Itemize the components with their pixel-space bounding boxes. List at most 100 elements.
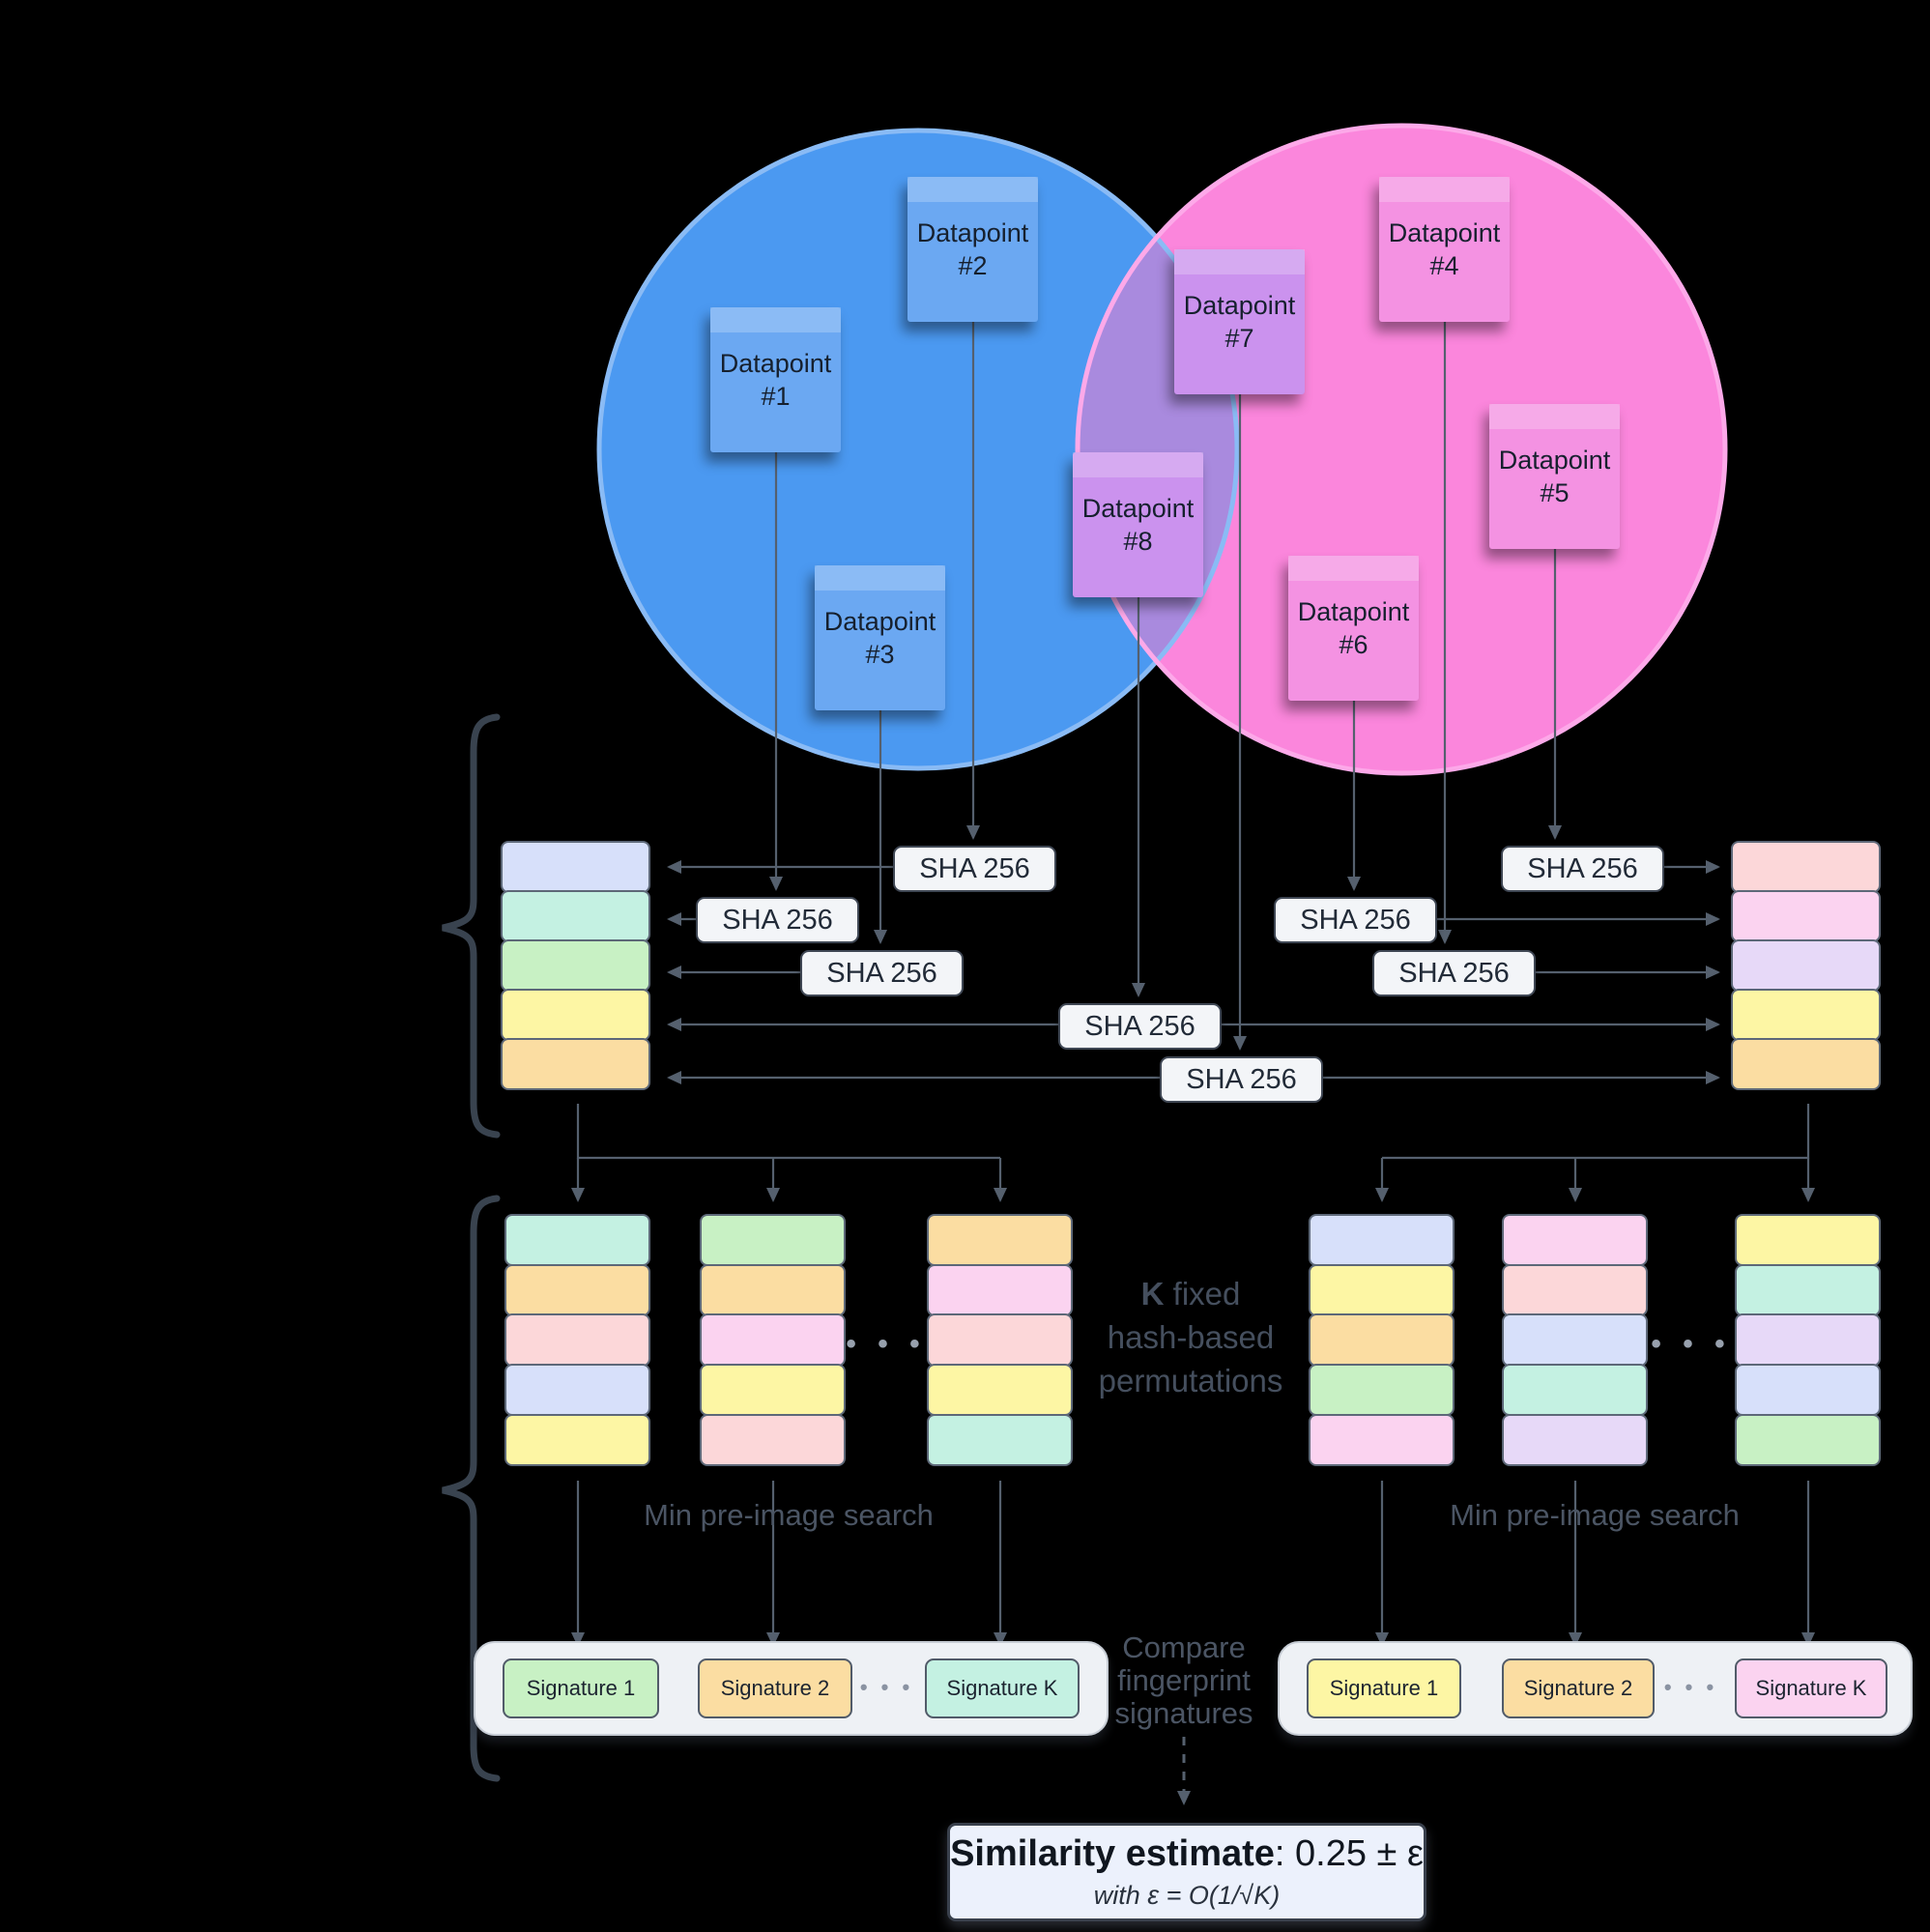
- perm-stack-right-k: [1735, 1214, 1881, 1466]
- hash-cell: [1731, 841, 1881, 893]
- datapoint-word: Datapoint: [916, 218, 1029, 247]
- datapoint-word: Datapoint: [1498, 446, 1611, 475]
- sha256-box: SHA 256: [696, 897, 859, 943]
- compare-signatures-label: Compare fingerprint signatures: [1039, 1631, 1329, 1730]
- datapoint-number: #6: [1339, 630, 1368, 659]
- perm-cell: [1309, 1313, 1455, 1367]
- perm-cell: [1309, 1214, 1455, 1267]
- perm-cell: [1309, 1364, 1455, 1417]
- perm-stack-left-k: [927, 1214, 1073, 1466]
- perm-cell: [927, 1263, 1073, 1316]
- card-shine: [815, 565, 945, 591]
- perm-cell: [504, 1364, 650, 1417]
- datapoint-number: #5: [1540, 478, 1570, 507]
- perm-cell: [1735, 1413, 1881, 1466]
- perm-stack-right-1: [1309, 1214, 1455, 1466]
- signature-box: Signature K: [925, 1658, 1080, 1718]
- stack-to-permutation-branches: [571, 1104, 1815, 1202]
- card-shine: [1379, 177, 1510, 202]
- perm-cell: [504, 1214, 650, 1267]
- compare-line1: Compare: [1122, 1630, 1246, 1664]
- perm-cell: [1502, 1313, 1648, 1367]
- min-preimage-label-left: Min pre-image search: [644, 1498, 934, 1532]
- signature-box: Signature 2: [698, 1658, 852, 1718]
- k-bold: K: [1140, 1276, 1165, 1312]
- minhash-stage-brace: [442, 1195, 501, 1782]
- perm-cell: [1735, 1364, 1881, 1417]
- sha256-box: SHA 256: [1160, 1056, 1323, 1103]
- perm-cell: [504, 1313, 650, 1367]
- perm-cell: [927, 1413, 1073, 1466]
- compare-line3: signatures: [1114, 1696, 1253, 1730]
- card-shine: [710, 307, 841, 332]
- perm-stack-left-1: [504, 1214, 650, 1466]
- card-shine: [1288, 556, 1419, 581]
- perm-cell: [1502, 1214, 1648, 1267]
- datapoint-number: #2: [958, 251, 988, 280]
- datapoint-card-3: Datapoint #3: [815, 565, 945, 710]
- hashing-stage-brace: [442, 713, 501, 1139]
- hash-stack-left: [501, 841, 650, 1090]
- datapoint-card-7: Datapoint #7: [1174, 249, 1305, 394]
- perm-cell: [700, 1413, 846, 1466]
- perm-stack-right-2: [1502, 1214, 1648, 1466]
- k-line3: permutations: [1098, 1363, 1283, 1399]
- perm-cell: [927, 1364, 1073, 1417]
- similarity-note: with ε = O(1/√K): [1093, 1881, 1281, 1910]
- similarity-value: : 0.25 ± ε: [1274, 1833, 1424, 1874]
- datapoint-word: Datapoint: [1388, 218, 1501, 247]
- sha256-box: SHA 256: [1274, 897, 1437, 943]
- hash-cell: [1731, 890, 1881, 942]
- sha256-box: SHA 256: [1058, 1003, 1222, 1050]
- hash-cell: [1731, 939, 1881, 992]
- hash-cell: [1731, 989, 1881, 1041]
- hash-cell: [501, 1038, 650, 1090]
- datapoint-card-6: Datapoint #6: [1288, 556, 1419, 701]
- ellipsis-dots: • • •: [846, 1328, 927, 1360]
- datapoint-card-1: Datapoint #1: [710, 307, 841, 452]
- card-shine: [1073, 452, 1203, 477]
- similarity-estimate-box: Similarity estimate: 0.25 ± ε with ε = O…: [947, 1823, 1426, 1921]
- perm-cell: [1735, 1214, 1881, 1267]
- datapoint-to-sha-lines: [769, 322, 1562, 1051]
- ellipsis-dots: • • •: [1651, 1328, 1732, 1360]
- perm-cell: [1735, 1263, 1881, 1316]
- hash-cell: [501, 841, 650, 893]
- perm-stack-left-2: [700, 1214, 846, 1466]
- perm-cell: [1502, 1263, 1648, 1316]
- perm-cell: [1309, 1263, 1455, 1316]
- perm-cell: [504, 1263, 650, 1316]
- venn-blue-circle: [599, 130, 1237, 768]
- perm-cell: [927, 1214, 1073, 1267]
- signature-box: Signature 1: [1307, 1658, 1461, 1718]
- k-rest: fixed: [1164, 1276, 1241, 1312]
- datapoint-card-4: Datapoint #4: [1379, 177, 1510, 322]
- perm-cell: [700, 1364, 846, 1417]
- signature-box: Signature 2: [1502, 1658, 1655, 1718]
- perm-cell: [1502, 1364, 1648, 1417]
- venn-blue-outline: [596, 128, 1240, 771]
- ellipsis-dots: • • •: [859, 1675, 914, 1699]
- permutation-to-signature-lines: [571, 1481, 1815, 1647]
- datapoint-word: Datapoint: [719, 349, 832, 378]
- datapoint-number: #3: [865, 640, 895, 669]
- hash-cell: [501, 890, 650, 942]
- perm-cell: [1309, 1413, 1455, 1466]
- datapoint-number: #7: [1224, 324, 1254, 353]
- min-preimage-label-right: Min pre-image search: [1450, 1498, 1740, 1532]
- signature-box: Signature 1: [503, 1658, 659, 1718]
- datapoint-word: Datapoint: [1081, 494, 1195, 523]
- similarity-title: Similarity estimate: 0.25 ± ε: [950, 1833, 1424, 1875]
- datapoint-word: Datapoint: [823, 607, 936, 636]
- datapoint-number: #8: [1123, 527, 1153, 556]
- datapoint-word: Datapoint: [1297, 597, 1410, 626]
- card-shine: [1489, 404, 1620, 429]
- perm-cell: [700, 1214, 846, 1267]
- perm-cell: [700, 1313, 846, 1367]
- venn-pink-outline: [1075, 123, 1728, 776]
- signature-box: Signature K: [1735, 1658, 1887, 1718]
- hash-stack-right: [1731, 841, 1881, 1090]
- datapoint-word: Datapoint: [1183, 291, 1296, 320]
- sha-to-stack-arrows: [667, 860, 1720, 1084]
